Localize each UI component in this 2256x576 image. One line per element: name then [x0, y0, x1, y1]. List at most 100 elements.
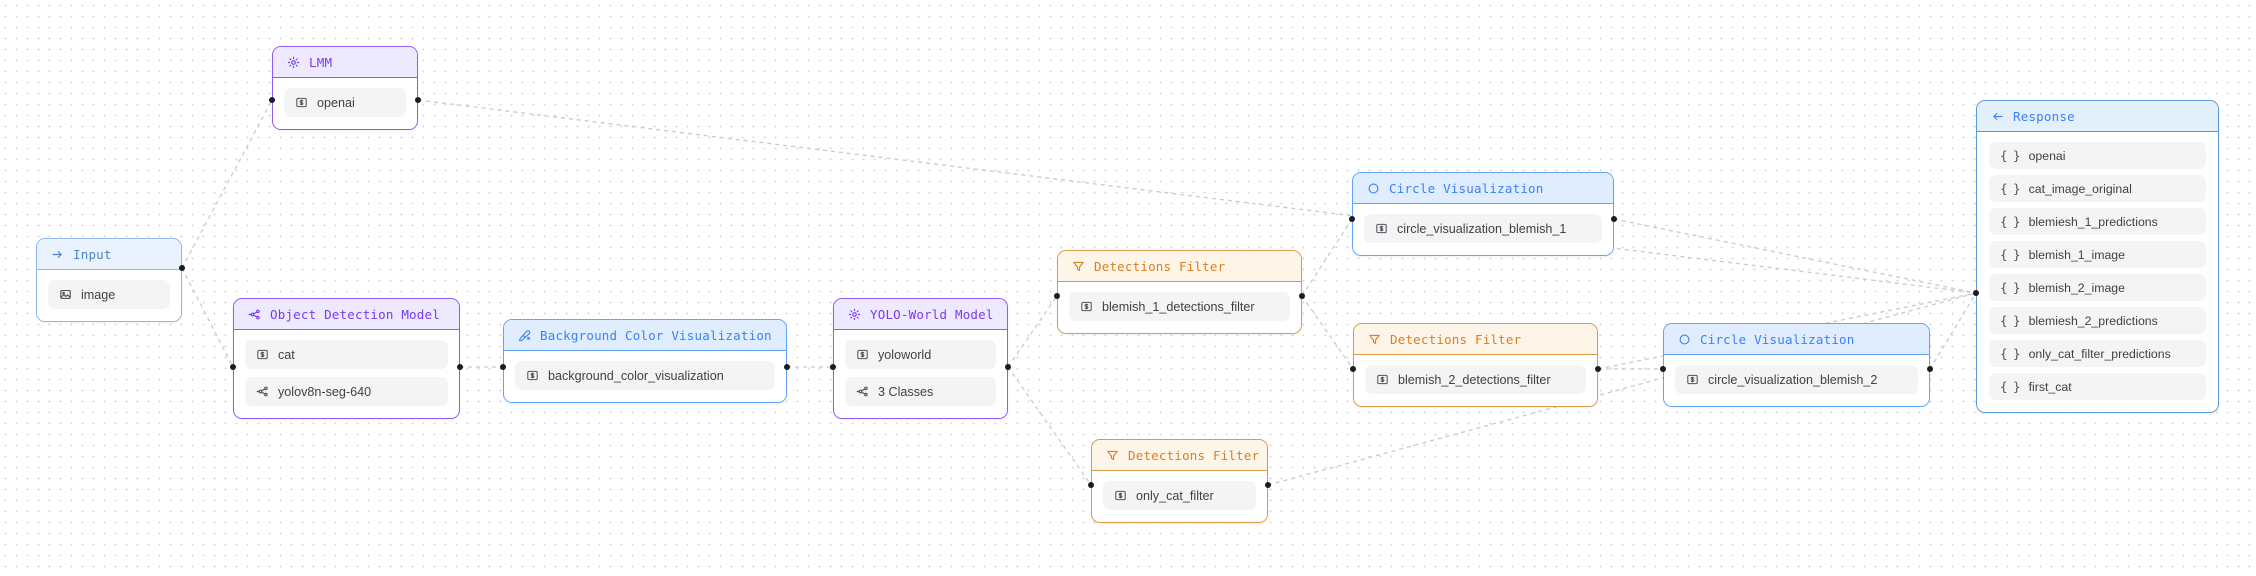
node-row-label: circle_visualization_blemish_1: [1397, 221, 1567, 236]
node-header-lmm[interactable]: LMM: [273, 47, 417, 78]
node-row[interactable]: { }blemish_2_image: [1989, 274, 2206, 301]
funnel-icon: [1106, 449, 1119, 462]
node-input[interactable]: Input image: [36, 238, 182, 322]
paint-icon: [518, 329, 531, 342]
edge-yolo-out-to-filter1-in: [1007, 295, 1058, 368]
node-header-circle-visualization-1[interactable]: Circle Visualization: [1353, 173, 1613, 204]
edge-yolo-out-to-filter3-in: [1007, 366, 1092, 486]
filter1-output-handle[interactable]: [1299, 293, 1305, 299]
node-body-input: image: [37, 270, 181, 321]
circle-icon: [1678, 333, 1691, 346]
node-row-label: 3 Classes: [878, 384, 934, 399]
node-row[interactable]: circle_visualization_blemish_2: [1675, 365, 1918, 394]
node-row[interactable]: cat: [245, 340, 448, 369]
edge-filter1-out-to-circle1-in: [1301, 218, 1353, 297]
model-icon: [1376, 373, 1389, 386]
node-row-label: blemiesh_2_predictions: [2028, 313, 2158, 328]
funnel-icon: [1368, 333, 1381, 346]
node-row[interactable]: blemish_2_detections_filter: [1365, 365, 1586, 394]
node-lmm[interactable]: LMM openai: [272, 46, 418, 130]
objdet-output-handle[interactable]: [457, 364, 463, 370]
node-row[interactable]: circle_visualization_blemish_1: [1364, 214, 1602, 243]
edge-circle1-out-to-response-in: [1613, 218, 1977, 294]
node-row[interactable]: { }blemiesh_2_predictions: [1989, 307, 2206, 334]
node-row[interactable]: blemish_1_detections_filter: [1069, 292, 1290, 321]
filter1-input-handle[interactable]: [1054, 293, 1060, 299]
node-yolo-world-model[interactable]: YOLO-World Model yoloworld 3 Classes: [833, 298, 1008, 419]
node-header-circle-visualization-2[interactable]: Circle Visualization: [1664, 324, 1929, 355]
bgcolor-input-handle[interactable]: [500, 364, 506, 370]
image-icon: [59, 288, 72, 301]
node-circle-visualization-2[interactable]: Circle Visualization circle_visualization…: [1663, 323, 1930, 407]
node-row[interactable]: { }cat_image_original: [1989, 175, 2206, 202]
node-body-response: { }openai{ }cat_image_original{ }blemies…: [1977, 132, 2218, 412]
filter2-output-handle[interactable]: [1595, 366, 1601, 372]
node-header-detections-filter-3[interactable]: Detections Filter: [1092, 440, 1267, 471]
edge-input-out-to-objdet-in: [181, 267, 234, 368]
node-row-label: blemish_2_detections_filter: [1398, 372, 1551, 387]
node-row-label: image: [81, 287, 116, 302]
node-detections-filter-1[interactable]: Detections Filter blemish_1_detections_fi…: [1057, 250, 1302, 334]
node-row[interactable]: yoloworld: [845, 340, 996, 369]
node-row[interactable]: only_cat_filter: [1103, 481, 1256, 510]
braces-icon: { }: [2000, 148, 2021, 163]
objdet-input-handle[interactable]: [230, 364, 236, 370]
node-header-response[interactable]: Response: [1977, 101, 2218, 132]
node-body-object-detection-model: cat yolov8n-seg-640: [234, 330, 459, 418]
node-row[interactable]: { }blemiesh_1_predictions: [1989, 208, 2206, 235]
node-row-label: blemish_1_image: [2028, 247, 2125, 262]
node-row[interactable]: image: [48, 280, 170, 309]
node-header-input[interactable]: Input: [37, 239, 181, 270]
input-output-handle[interactable]: [179, 265, 185, 271]
braces-icon: { }: [2000, 379, 2021, 394]
node-row-label: cat: [278, 347, 295, 362]
node-row[interactable]: 3 Classes: [845, 377, 996, 406]
circle2-output-handle[interactable]: [1927, 366, 1933, 372]
node-header-object-detection-model[interactable]: Object Detection Model: [234, 299, 459, 330]
edge-input-out-to-lmm-in: [181, 99, 273, 269]
node-object-detection-model[interactable]: Object Detection Model cat yolov8n-seg-640: [233, 298, 460, 419]
node-title: Background Color Visualization: [540, 327, 772, 343]
node-header-detections-filter-2[interactable]: Detections Filter: [1354, 324, 1597, 355]
filter3-input-handle[interactable]: [1088, 482, 1094, 488]
arrow-right-icon: [51, 248, 64, 261]
node-row[interactable]: { }first_cat: [1989, 373, 2206, 400]
circle1-output-handle[interactable]: [1611, 216, 1617, 222]
node-row[interactable]: yolov8n-seg-640: [245, 377, 448, 406]
circle1-input-handle[interactable]: [1349, 216, 1355, 222]
model-icon: [856, 348, 869, 361]
yolo-input-handle[interactable]: [830, 364, 836, 370]
node-title: Detections Filter: [1390, 331, 1522, 347]
node-background-color-visualization[interactable]: Background Color Visualization background…: [503, 319, 787, 403]
node-header-detections-filter-1[interactable]: Detections Filter: [1058, 251, 1301, 282]
lmm-input-handle[interactable]: [269, 97, 275, 103]
node-header-yolo-world-model[interactable]: YOLO-World Model: [834, 299, 1007, 330]
node-row-label: only_cat_filter: [1136, 488, 1214, 503]
node-row[interactable]: background_color_visualization: [515, 361, 775, 390]
gear-icon: [848, 308, 861, 321]
lmm-output-handle[interactable]: [415, 97, 421, 103]
filter3-output-handle[interactable]: [1265, 482, 1271, 488]
node-detections-filter-2[interactable]: Detections Filter blemish_2_detections_fi…: [1353, 323, 1598, 407]
braces-icon: { }: [2000, 280, 2021, 295]
node-detections-filter-3[interactable]: Detections Filter only_cat_filter: [1091, 439, 1268, 523]
yolo-output-handle[interactable]: [1005, 364, 1011, 370]
circle2-input-handle[interactable]: [1660, 366, 1666, 372]
node-row-label: yolov8n-seg-640: [278, 384, 372, 399]
node-row[interactable]: { }openai: [1989, 142, 2206, 169]
node-body-detections-filter-1: blemish_1_detections_filter: [1058, 282, 1301, 333]
filter2-input-handle[interactable]: [1350, 366, 1356, 372]
node-body-detections-filter-2: blemish_2_detections_filter: [1354, 355, 1597, 406]
node-title: Input: [73, 246, 112, 262]
node-row[interactable]: { }only_cat_filter_predictions: [1989, 340, 2206, 367]
model-icon: [1080, 300, 1093, 313]
node-circle-visualization-1[interactable]: Circle Visualization circle_visualization…: [1352, 172, 1614, 256]
node-row[interactable]: { }blemish_1_image: [1989, 241, 2206, 268]
node-row-label: openai: [317, 95, 355, 110]
node-row[interactable]: openai: [284, 88, 406, 117]
response-input-handle[interactable]: [1973, 290, 1979, 296]
node-response[interactable]: Response { }openai { }cat_image_original { …: [1976, 100, 2219, 413]
bgcolor-output-handle[interactable]: [784, 364, 790, 370]
node-header-background-color-visualization[interactable]: Background Color Visualization: [504, 320, 786, 351]
